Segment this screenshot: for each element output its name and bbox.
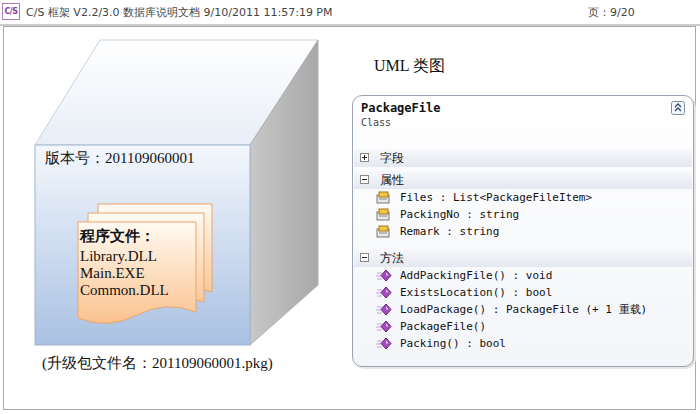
app-icon-label: C/S — [3, 7, 19, 16]
page-header: C/S 框架 V2.2/3.0 数据库说明文档 9/10/2011 11:57:… — [26, 5, 333, 20]
section-heading: 字段 — [354, 149, 692, 167]
header-rule — [0, 25, 700, 26]
version-number: 版本号：201109060001 — [45, 149, 194, 168]
app-icon — [3, 4, 20, 20]
package-caption: (升级包文件名：201109060001.pkg) — [42, 354, 273, 373]
method-icon — [376, 286, 392, 300]
paper-front — [78, 222, 196, 323]
doc-heading: 程序文件： — [80, 228, 188, 245]
class-kind: Class — [361, 117, 391, 128]
method-icon — [376, 269, 392, 283]
class-section: 属性Files : List<PackageFileItem>PackingNo… — [354, 171, 692, 245]
program-files-doc: 程序文件： Library.DLL Main.EXE Common.DLL — [80, 228, 188, 299]
method-item: AddPackingFile() : void — [354, 267, 692, 284]
property-item: Files : List<PackageFileItem> — [354, 189, 692, 206]
class-name: PackageFile — [361, 101, 440, 115]
section-heading: 方法 — [354, 249, 692, 267]
method-icon — [376, 320, 392, 334]
method-icon — [376, 303, 392, 317]
method-icon — [376, 337, 392, 351]
cube-front — [35, 145, 250, 345]
expander — [360, 253, 369, 262]
expander — [360, 175, 369, 184]
package-cube: 程序文件： Library.DLL Main.EXE Common.DLL 版本号：… — [35, 145, 250, 345]
property-item: PackingNo : string — [354, 206, 692, 223]
diagram-title: UML 类图 — [374, 56, 445, 77]
method-item: PackageFile() — [354, 318, 692, 335]
cube-side — [250, 40, 318, 345]
property-icon — [376, 208, 392, 222]
page-number: 页：9/20 — [588, 5, 635, 20]
expander — [360, 153, 369, 162]
class-section: 字段 — [354, 149, 692, 167]
method-item: Packing() : bool — [354, 335, 692, 352]
property-item: Remark : string — [354, 223, 692, 240]
method-item: LoadPackage() : PackageFile (+ 1 重载) — [354, 301, 692, 318]
page-frame — [4, 27, 696, 410]
property-icon — [376, 225, 392, 239]
collapse-button — [671, 101, 685, 115]
file-list: Library.DLL Main.EXE Common.DLL — [80, 248, 188, 299]
method-item: ExistsLocation() : bool — [354, 284, 692, 301]
class-section: 方法AddPackingFile() : voidExistsLocation(… — [354, 249, 692, 357]
class-box: 字段属性Files : List<PackageFileItem>Packing… — [352, 95, 694, 367]
section-heading: 属性 — [354, 171, 692, 189]
property-icon — [376, 191, 392, 205]
